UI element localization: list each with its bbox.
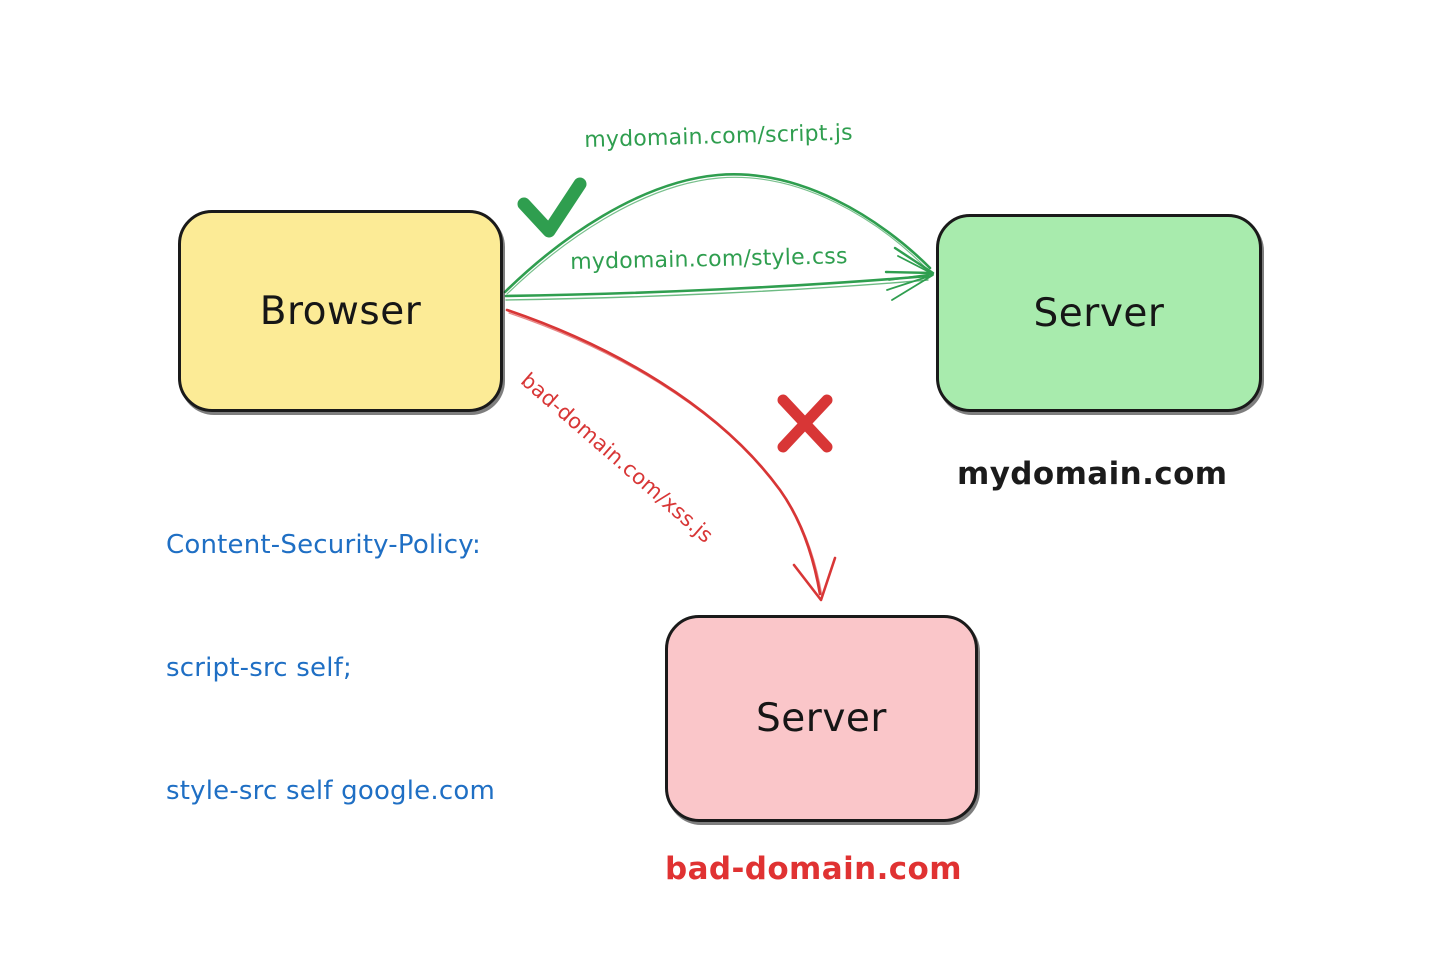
node-server-mydomain-label: Server	[1033, 290, 1165, 336]
csp-policy-line-3: style-src self google.com	[166, 776, 495, 806]
node-server-baddomain[interactable]: Server	[665, 615, 978, 822]
node-browser[interactable]: Browser	[178, 210, 503, 412]
edge-style-css	[504, 274, 930, 301]
csp-policy-line-1: Content-Security-Policy:	[166, 530, 481, 560]
node-browser-label: Browser	[259, 288, 422, 334]
caption-baddomain: bad-domain.com	[665, 851, 962, 887]
caption-mydomain: mydomain.com	[957, 456, 1228, 492]
arrowhead-green	[884, 246, 935, 301]
edge-script-js	[503, 173, 932, 295]
cross-mark-icon	[777, 394, 833, 453]
arrowhead-red	[792, 556, 837, 602]
csp-policy-line-2: script-src self;	[166, 653, 352, 683]
edge-xss-js	[505, 308, 837, 602]
node-server-mydomain[interactable]: Server	[936, 214, 1262, 412]
node-server-baddomain-label: Server	[756, 696, 887, 741]
csp-policy-text: Content-Security-Policy: script-src self…	[166, 443, 495, 894]
check-mark-icon	[517, 177, 587, 238]
